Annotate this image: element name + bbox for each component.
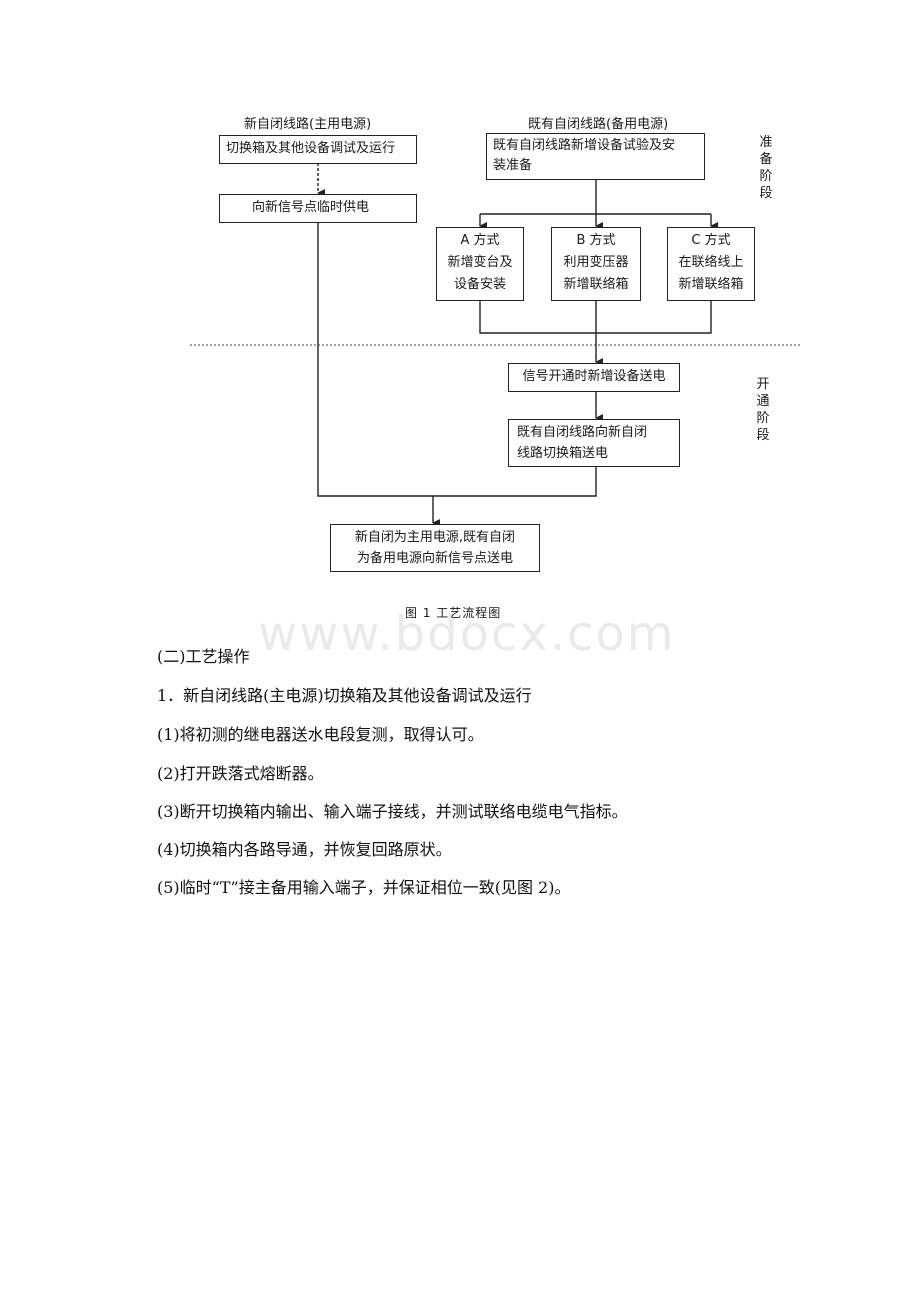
box-mode-c: C 方式 在联络线上 新增联络箱 xyxy=(667,227,755,301)
line-left-down xyxy=(317,221,597,497)
step-3: (3)断开切换箱内输出、输入端子接线，并测试联络电缆电气指标。 xyxy=(157,802,628,821)
step-5: (5)临时“T”接主备用输入端子，并保证相位一致(见图 2)。 xyxy=(157,878,571,897)
mode-a-line2: 设备安装 xyxy=(453,277,506,292)
mode-a-title: A 方式 xyxy=(460,233,500,248)
box-switch-supply-line1: 既有自闭线路向新自闭 xyxy=(517,425,648,440)
stage-label-prep: 准备阶段 xyxy=(759,135,773,201)
box-final-supply-line2: 为备用电源向新信号点送电 xyxy=(356,551,513,566)
step-4: (4)切换箱内各路导通，并恢复回路原状。 xyxy=(157,840,452,859)
step-2: (2)打开跌落式熔断器。 xyxy=(157,764,324,783)
box-switch-supply: 既有自闭线路向新自闭 线路切换箱送电 xyxy=(508,419,680,467)
mode-c-line1: 在联络线上 xyxy=(678,255,744,270)
box-final-supply-line1: 新自闭为主用电源,既有自闭 xyxy=(354,530,516,545)
box-signal-open-text: 信号开通时新增设备送电 xyxy=(522,369,666,384)
figure-caption: 图 1 工艺流程图 xyxy=(405,606,502,620)
box-switchbox-debug-text: 切换箱及其他设备调试及运行 xyxy=(226,141,396,156)
mode-a-line1: 新增变台及 xyxy=(447,255,513,270)
box-new-equipment-prep-line1: 既有自闭线路新增设备试验及安 xyxy=(493,138,676,153)
flow-connectors xyxy=(190,163,800,527)
box-mode-b: B 方式 利用变压器 新增联络箱 xyxy=(551,227,641,301)
box-new-equipment-prep-line2: 装准备 xyxy=(493,158,533,173)
box-switchbox-debug: 切换箱及其他设备调试及运行 xyxy=(219,135,417,164)
mode-b-line2: 新增联络箱 xyxy=(563,277,629,292)
mode-b-title: B 方式 xyxy=(576,233,616,248)
item-heading: 1．新自闭线路(主电源)切换箱及其他设备调试及运行 xyxy=(157,686,532,705)
box-signal-open: 信号开通时新增设备送电 xyxy=(508,363,680,392)
box-temp-supply-text: 向新信号点临时供电 xyxy=(252,200,370,215)
step-1: (1)将初测的继电器送水电段复测，取得认可。 xyxy=(157,725,484,744)
box-temp-supply: 向新信号点临时供电 xyxy=(219,194,417,223)
box-new-equipment-prep: 既有自闭线路新增设备试验及安 装准备 xyxy=(486,133,705,180)
mode-b-line1: 利用变压器 xyxy=(563,255,629,270)
box-switch-supply-line2: 线路切换箱送电 xyxy=(517,446,609,461)
process-flow-diagram: 新自闭线路(主用电源) 既有自闭线路(备用电源) 切换箱及其他设备调试及运行 向… xyxy=(0,0,920,600)
section-heading: (二)工艺操作 xyxy=(157,647,250,666)
box-mode-a: A 方式 新增变台及 设备安装 xyxy=(436,227,524,301)
header-main-power: 新自闭线路(主用电源) xyxy=(244,117,372,132)
box-final-supply: 新自闭为主用电源,既有自闭 为备用电源向新信号点送电 xyxy=(330,524,540,572)
mode-c-title: C 方式 xyxy=(691,233,731,248)
stage-label-open: 开通阶段 xyxy=(756,377,770,443)
header-backup-power: 既有自闭线路(备用电源) xyxy=(528,117,669,132)
mode-c-line2: 新增联络箱 xyxy=(678,277,744,292)
